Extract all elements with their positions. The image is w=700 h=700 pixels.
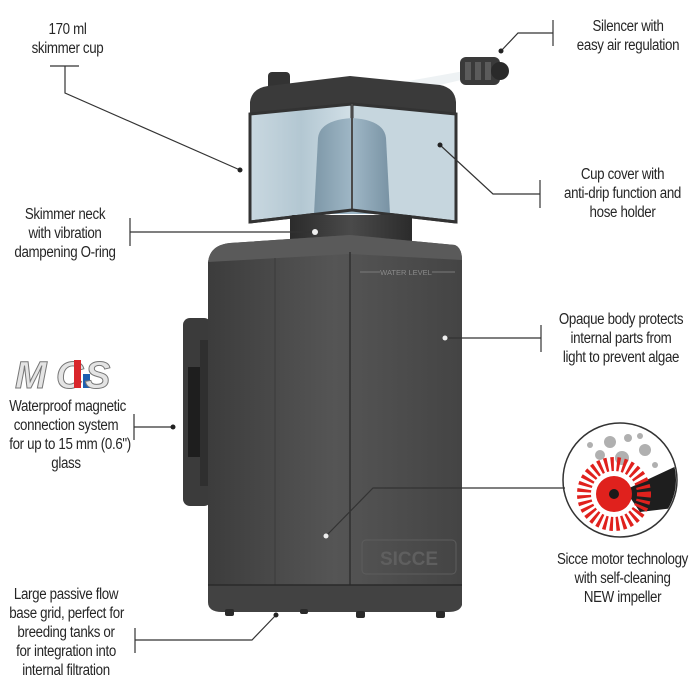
callout-line: skimmer cup [31, 40, 104, 57]
callout-base-grid: Large passive flow base grid, perfect fo… [9, 585, 124, 680]
magnetic-holder [183, 318, 211, 506]
callout-line: Silencer with [592, 18, 664, 35]
callout-line: light to prevent algae [562, 349, 680, 366]
callout-line: Large passive flow [13, 586, 119, 603]
callout-line: for integration into [16, 643, 116, 660]
callout-line: easy air regulation [576, 37, 680, 54]
callout-silencer: Silencer with easy air regulation [568, 17, 688, 55]
skimmer-cup [248, 102, 458, 224]
callout-line: base grid, perfect for [9, 605, 124, 622]
callout-line: NEW impeller [583, 589, 662, 606]
callout-line: internal parts from [570, 330, 672, 347]
callout-line: with vibration [28, 225, 102, 242]
callout-line: glass [51, 455, 81, 472]
callout-magnetic-connection: Waterproof magnetic connection system fo… [9, 397, 131, 473]
callout-line: connection system [13, 417, 119, 434]
callout-line: internal filtration [22, 662, 110, 679]
skimmer-body: WATER LEVEL SICCE [208, 235, 462, 618]
callout-line: Sicce motor technology [557, 551, 688, 568]
svg-text:M: M [15, 355, 48, 397]
callout-line: breeding tanks or [17, 624, 115, 641]
callout-line: Opaque body protects [558, 311, 684, 328]
water-level-marking: WATER LEVEL [380, 268, 432, 277]
mcs-logo: M C S [15, 355, 111, 398]
svg-text:S: S [85, 355, 110, 397]
callout-line: Skimmer neck [24, 206, 106, 223]
callout-line: anti-drip function and [564, 185, 681, 202]
callout-line: for up to 15 mm (0.6") [9, 436, 131, 453]
callout-line: with self-cleaning [574, 570, 671, 587]
callout-line: hose holder [589, 204, 656, 221]
leader-lines [50, 20, 565, 653]
callout-opaque-body: Opaque body protects internal parts from… [557, 310, 686, 367]
motor-inset [562, 422, 678, 538]
callout-line: 170 ml [48, 21, 87, 38]
callout-skimmer-cup: 170 ml skimmer cup [27, 20, 109, 58]
callout-line: Waterproof magnetic [9, 398, 126, 415]
callout-skimmer-neck: Skimmer neck with vibration dampening O-… [13, 205, 116, 262]
callout-line: dampening O-ring [14, 244, 116, 261]
brand-logo: SICCE [380, 549, 438, 570]
callout-motor: Sicce motor technology with self-cleanin… [556, 550, 689, 607]
callout-cup-cover: Cup cover with anti-drip function and ho… [556, 165, 689, 222]
callout-line: Cup cover with [580, 166, 665, 183]
